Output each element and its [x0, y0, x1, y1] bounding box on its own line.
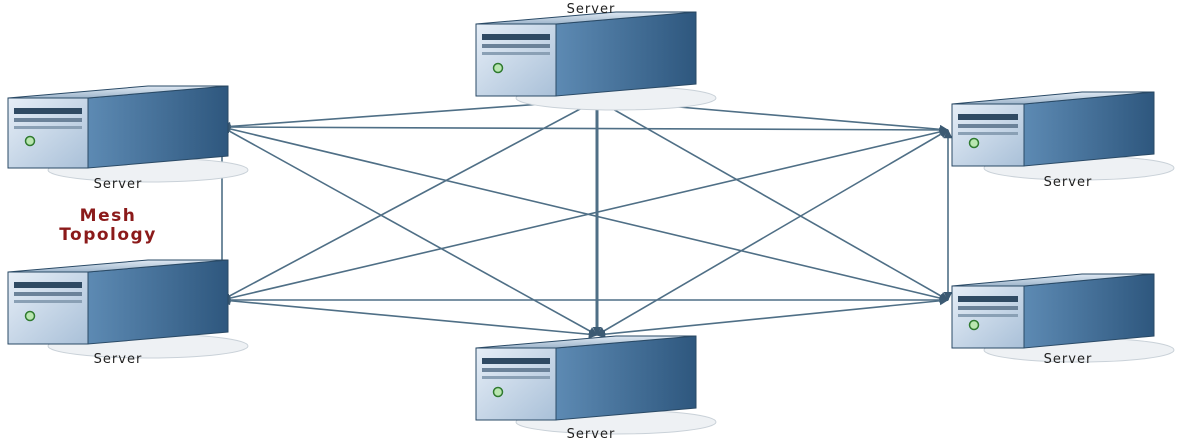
- mesh-links: [217, 96, 953, 339]
- server-bottom: [475, 335, 717, 435]
- server-right-upper-label: Server: [1044, 175, 1093, 190]
- server-side-face: [1023, 273, 1155, 349]
- server-right-upper: [951, 91, 1175, 181]
- server-side-face: [555, 11, 697, 97]
- drive-bay-3: [482, 52, 550, 55]
- link-left-upper-right-upper: [221, 122, 949, 135]
- power-led-icon: [24, 135, 36, 147]
- drive-bay-3: [14, 126, 82, 129]
- drive-bay-2: [14, 292, 82, 296]
- drive-bay-1: [958, 296, 1018, 302]
- server-side-face: [87, 85, 229, 169]
- drive-bay-1: [482, 358, 550, 364]
- drive-bay-1: [14, 282, 82, 288]
- drive-bay-1: [482, 34, 550, 40]
- server-side-face: [87, 259, 229, 345]
- drive-bay-3: [482, 376, 550, 379]
- server-side-face: [555, 335, 697, 421]
- power-led-icon: [968, 319, 980, 331]
- link-left-upper-bottom: [221, 126, 598, 336]
- server-top-label: Server: [567, 2, 616, 17]
- power-led-icon: [492, 62, 504, 74]
- server-top: [475, 11, 717, 111]
- server-left-upper-label: Server: [94, 177, 143, 192]
- diagram-title-line2: Topology: [59, 225, 157, 245]
- drive-bay-2: [482, 44, 550, 48]
- power-led-icon: [24, 310, 36, 322]
- drive-bay-3: [958, 314, 1018, 317]
- drive-bay-2: [482, 368, 550, 372]
- server-left-lower-label: Server: [94, 352, 143, 367]
- diagram-title-line1: Mesh: [80, 206, 137, 226]
- server-left-upper: [7, 85, 249, 183]
- drive-bay-2: [958, 306, 1018, 310]
- link-left-lower-bottom: [221, 296, 598, 339]
- link-right-upper-bottom: [596, 129, 949, 336]
- link-top-left-lower: [221, 99, 598, 301]
- drive-bay-2: [958, 124, 1018, 128]
- drive-bay-2: [14, 118, 82, 122]
- server-right-lower: [951, 273, 1175, 363]
- power-led-icon: [968, 137, 980, 149]
- link-right-lower-bottom: [596, 296, 949, 339]
- drive-bay-3: [958, 132, 1018, 135]
- server-bottom-label: Server: [567, 427, 616, 442]
- drive-bay-3: [14, 300, 82, 303]
- server-left-lower: [7, 259, 249, 359]
- drive-bay-1: [958, 114, 1018, 120]
- power-led-icon: [492, 386, 504, 398]
- server-right-lower-label: Server: [1044, 352, 1093, 367]
- server-side-face: [1023, 91, 1155, 167]
- drive-bay-1: [14, 108, 82, 114]
